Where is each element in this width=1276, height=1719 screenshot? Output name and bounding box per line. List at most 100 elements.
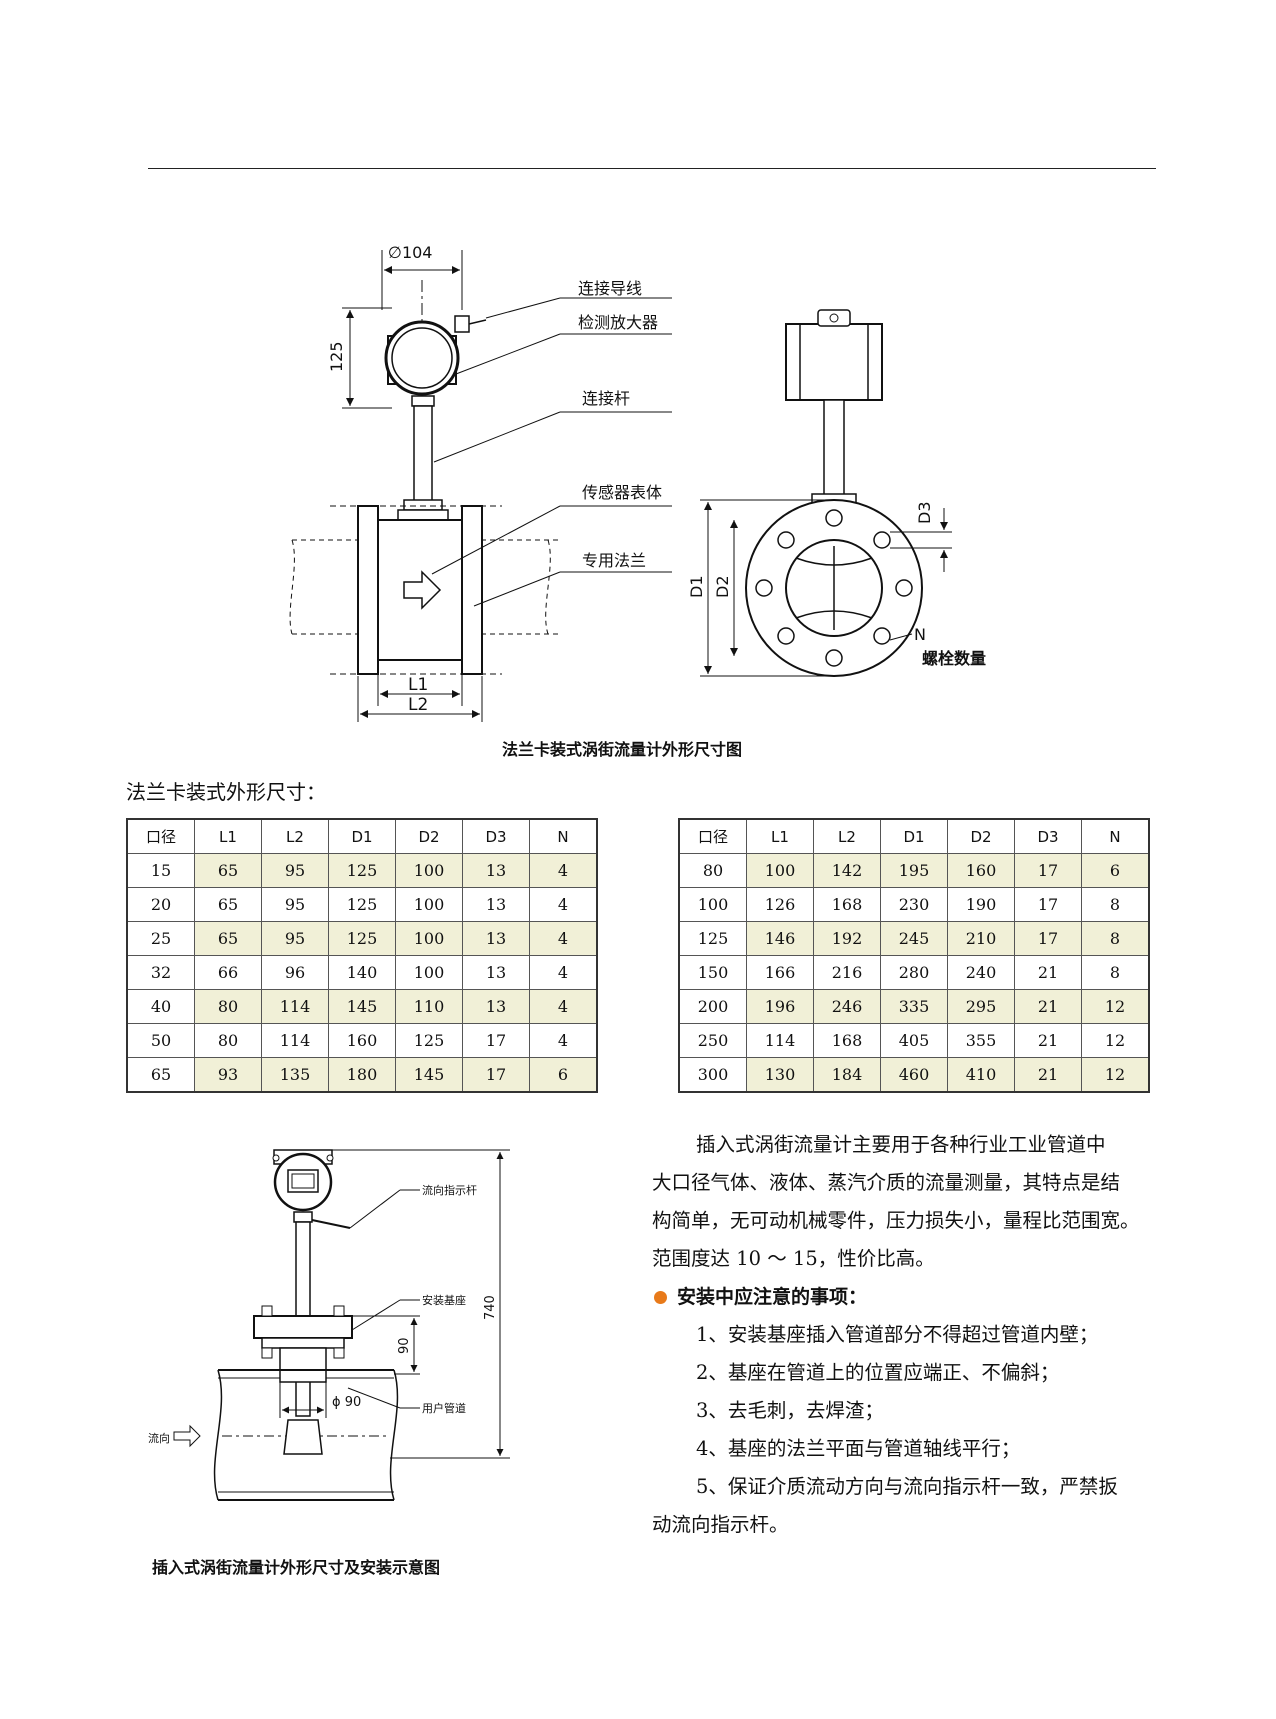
intro-line: 范围度达 10 ～ 15，性价比高。 xyxy=(652,1247,935,1270)
figure1-caption: 法兰卡装式涡街流量计外形尺寸图 xyxy=(502,740,743,759)
table-cell: 125 xyxy=(395,1023,463,1058)
table-cell: 100 xyxy=(746,853,814,888)
header-cell: D1 xyxy=(880,818,948,854)
notice-title: 安装中应注意的事项： xyxy=(677,1286,868,1308)
table-cell: 140 xyxy=(328,955,396,990)
table-cell: 65 xyxy=(194,887,262,922)
table-cell: 8 xyxy=(1081,955,1150,990)
table-cell: 4 xyxy=(529,989,598,1024)
flange-flowmeter-figure: ∅104 125 L1 L2 连接导线 检测放大器 连接杆 传感器表体 专用法兰 xyxy=(0,0,1276,760)
table-cell: 190 xyxy=(947,887,1015,922)
table-cell: 184 xyxy=(813,1057,881,1093)
table-cell: 50 xyxy=(126,1023,195,1058)
header-cell: 口径 xyxy=(678,818,747,854)
intro-line: 大口径气体、液体、蒸汽介质的流量测量，其特点是结 xyxy=(652,1171,1121,1194)
table-cell: 114 xyxy=(261,989,329,1024)
table-cell: 230 xyxy=(880,887,948,922)
list-item: 3、去毛刺，去焊渣； xyxy=(696,1399,884,1422)
table-cell: 17 xyxy=(462,1057,530,1093)
notice-heading: 安装中应注意的事项： xyxy=(652,1278,1160,1316)
table-cell: 135 xyxy=(261,1057,329,1093)
table-cell: 12 xyxy=(1081,1057,1150,1093)
header-cell: N xyxy=(529,818,598,854)
table-cell: 125 xyxy=(678,921,747,956)
figure2-caption: 插入式涡街流量计外形尺寸及安装示意图 xyxy=(152,1558,441,1577)
section-title: 法兰卡装式外形尺寸： xyxy=(126,780,326,804)
table-cell: 460 xyxy=(880,1057,948,1093)
d1-label: D1 xyxy=(687,576,706,599)
header-cell: L1 xyxy=(746,818,814,854)
table-cell: 145 xyxy=(395,1057,463,1093)
table-cell: 335 xyxy=(880,989,948,1024)
rod-label: 连接杆 xyxy=(582,389,630,408)
table-cell: 21 xyxy=(1014,1023,1082,1058)
table-cell: 240 xyxy=(947,955,1015,990)
table-cell: 295 xyxy=(947,989,1015,1024)
table-cell: 80 xyxy=(194,1023,262,1058)
table-cell: 25 xyxy=(126,921,195,956)
table-cell: 17 xyxy=(1014,887,1082,922)
insertion-flowmeter-figure: 流向指示杆 安装基座 用户管道 ϕ 90 流向 740 90 xyxy=(0,1120,640,1540)
table-cell: 17 xyxy=(1014,853,1082,888)
table-cell: 13 xyxy=(462,955,530,990)
base-label: 安装基座 xyxy=(422,1293,466,1307)
table-cell: 130 xyxy=(746,1057,814,1093)
table-cell: 210 xyxy=(947,921,1015,956)
header-cell: D3 xyxy=(1014,818,1082,854)
table-cell: 300 xyxy=(678,1057,747,1093)
table-cell: 20 xyxy=(126,887,195,922)
header-rule xyxy=(148,168,1156,169)
intro-line: 插入式涡街流量计主要用于各种行业工业管道中 xyxy=(696,1133,1106,1156)
height-label: 125 xyxy=(327,341,346,372)
len90-label: 90 xyxy=(397,1337,412,1354)
table-cell: 17 xyxy=(462,1023,530,1058)
table-cell: 13 xyxy=(462,887,530,922)
table-header: 口径 L1 L2 D1 D2 D3 N xyxy=(678,818,1150,854)
table-cell: 13 xyxy=(462,989,530,1024)
sensor-label: 传感器表体 xyxy=(582,483,662,502)
table-cell: 168 xyxy=(813,1023,881,1058)
table-cell: 114 xyxy=(261,1023,329,1058)
table-cell: 13 xyxy=(462,921,530,956)
table-cell: 114 xyxy=(746,1023,814,1058)
table-cell: 21 xyxy=(1014,955,1082,990)
phi90-label: ϕ 90 xyxy=(332,1395,361,1410)
table-cell: 410 xyxy=(947,1057,1015,1093)
table-cell: 66 xyxy=(194,955,262,990)
list-item: 1、安装基座插入管道部分不得超过管道内壁； xyxy=(696,1323,1099,1346)
header-cell: L2 xyxy=(813,818,881,854)
flow-label: 流向 xyxy=(148,1431,170,1445)
table-cell: 180 xyxy=(328,1057,396,1093)
table-cell: 95 xyxy=(261,887,329,922)
table-cell: 65 xyxy=(194,853,262,888)
table-cell: 96 xyxy=(261,955,329,990)
table-cell: 126 xyxy=(746,887,814,922)
header-cell: 口径 xyxy=(126,818,195,854)
description-block: 插入式涡街流量计主要用于各种行业工业管道中 大口径气体、液体、蒸汽介质的流量测量… xyxy=(652,1126,1160,1544)
table-cell: 250 xyxy=(678,1023,747,1058)
bullet-dot-icon xyxy=(654,1290,667,1304)
table-cell: 195 xyxy=(880,853,948,888)
header-cell: D1 xyxy=(328,818,396,854)
table-header: 口径 L1 L2 D1 D2 D3 N xyxy=(126,818,598,854)
table-cell: 4 xyxy=(529,853,598,888)
table-cell: 15 xyxy=(126,853,195,888)
table-cell: 21 xyxy=(1014,989,1082,1024)
list-item: 4、基座的法兰平面与管道轴线平行； xyxy=(696,1437,1021,1460)
table-cell: 40 xyxy=(126,989,195,1024)
table-cell: 17 xyxy=(1014,921,1082,956)
table-cell: 65 xyxy=(194,921,262,956)
indicator-label: 流向指示杆 xyxy=(422,1183,477,1197)
pipe-label: 用户管道 xyxy=(422,1401,466,1415)
table-cell: 125 xyxy=(328,921,396,956)
table-cell: 280 xyxy=(880,955,948,990)
